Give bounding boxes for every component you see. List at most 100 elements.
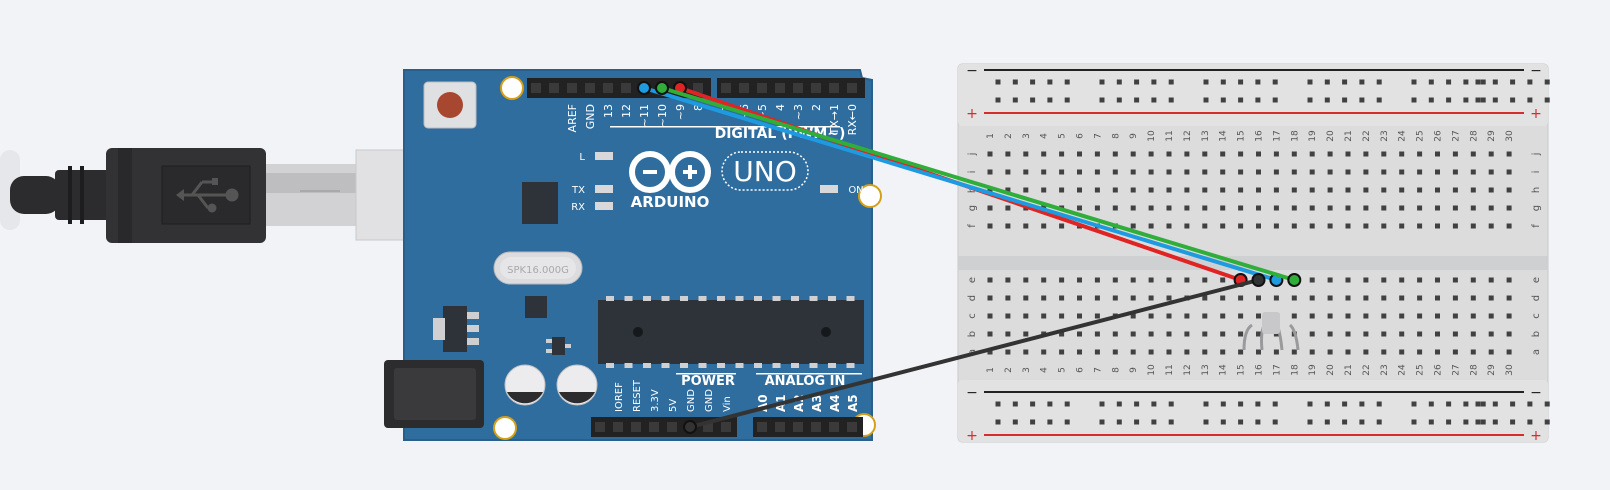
breadboard-hole[interactable]	[1452, 151, 1458, 157]
breadboard-hole[interactable]	[1005, 349, 1011, 355]
power-pin[interactable]	[703, 422, 713, 432]
breadboard-hole[interactable]	[1475, 401, 1481, 407]
breadboard-hole[interactable]	[1202, 295, 1208, 301]
breadboard-hole[interactable]	[1381, 277, 1387, 283]
breadboard-hole[interactable]	[1435, 223, 1440, 229]
breadboard-hole[interactable]	[1168, 79, 1174, 85]
breadboard-hole[interactable]	[1130, 223, 1136, 229]
breadboard-hole[interactable]	[1151, 97, 1157, 103]
breadboard-hole[interactable]	[1094, 349, 1100, 355]
breadboard-hole[interactable]	[1148, 331, 1154, 337]
breadboard-hole[interactable]	[1005, 205, 1011, 211]
breadboard-hole[interactable]	[1527, 97, 1533, 103]
digital-pin[interactable]	[829, 83, 839, 93]
breadboard-hole[interactable]	[1148, 295, 1154, 301]
breadboard-hole[interactable]	[1363, 277, 1369, 283]
breadboard-hole[interactable]	[1307, 401, 1313, 407]
breadboard-hole[interactable]	[1376, 79, 1382, 85]
breadboard-hole[interactable]	[1077, 187, 1082, 193]
breadboard-hole[interactable]	[1488, 223, 1494, 229]
breadboard-hole[interactable]	[1345, 295, 1351, 301]
breadboard-hole[interactable]	[1428, 401, 1434, 407]
breadboard-hole[interactable]	[1381, 331, 1387, 337]
breadboard-hole[interactable]	[1506, 349, 1512, 355]
breadboard-hole[interactable]	[1470, 349, 1476, 355]
breadboard-hole[interactable]	[1151, 419, 1157, 425]
breadboard-hole[interactable]	[1166, 313, 1172, 319]
breadboard-hole[interactable]	[1363, 295, 1369, 301]
breadboard-hole[interactable]	[1166, 331, 1172, 337]
breadboard-hole[interactable]	[1116, 79, 1122, 85]
breadboard-hole[interactable]	[1488, 277, 1494, 283]
breadboard-hole[interactable]	[995, 79, 1001, 85]
breadboard-hole[interactable]	[1112, 151, 1118, 157]
breadboard-hole[interactable]	[1184, 169, 1190, 175]
breadboard-hole[interactable]	[1255, 419, 1261, 425]
breadboard-hole[interactable]	[1470, 277, 1476, 283]
breadboard-hole[interactable]	[1256, 187, 1261, 193]
breadboard-hole[interactable]	[1417, 349, 1423, 355]
breadboard-hole[interactable]	[1399, 151, 1405, 157]
breadboard-hole[interactable]	[1130, 187, 1136, 193]
breadboard-hole[interactable]	[1342, 401, 1348, 407]
breadboard-hole[interactable]	[1168, 419, 1174, 425]
breadboard-hole[interactable]	[1327, 313, 1333, 319]
breadboard-hole[interactable]	[1023, 151, 1029, 157]
breadboard-hole[interactable]	[1488, 295, 1494, 301]
breadboard-hole[interactable]	[1480, 79, 1486, 85]
breadboard-hole[interactable]	[1363, 223, 1369, 229]
breadboard-hole[interactable]	[1202, 313, 1208, 319]
breadboard-hole[interactable]	[1488, 349, 1494, 355]
breadboard-hole[interactable]	[1470, 331, 1476, 337]
breadboard-hole[interactable]	[1463, 97, 1469, 103]
breadboard-hole[interactable]	[1203, 419, 1209, 425]
breadboard-hole[interactable]	[1203, 401, 1209, 407]
digital-pin[interactable]	[531, 83, 541, 93]
breadboard-hole[interactable]	[1492, 419, 1498, 425]
breadboard-hole[interactable]	[1446, 401, 1452, 407]
breadboard-hole[interactable]	[1376, 401, 1382, 407]
breadboard-hole[interactable]	[987, 187, 993, 193]
breadboard-hole[interactable]	[1238, 97, 1244, 103]
breadboard-hole[interactable]	[1411, 401, 1417, 407]
breadboard-hole[interactable]	[1381, 313, 1387, 319]
breadboard-hole[interactable]	[1452, 187, 1458, 193]
breadboard-hole[interactable]	[1411, 79, 1417, 85]
breadboard-hole[interactable]	[1327, 151, 1333, 157]
breadboard-hole[interactable]	[1492, 401, 1498, 407]
breadboard-hole[interactable]	[1544, 97, 1550, 103]
breadboard-hole[interactable]	[1041, 151, 1047, 157]
breadboard-hole[interactable]	[1291, 313, 1297, 319]
power-pin[interactable]	[757, 422, 767, 432]
breadboard-hole[interactable]	[1506, 151, 1512, 157]
breadboard-hole[interactable]	[1463, 79, 1469, 85]
breadboard-hole[interactable]	[1309, 169, 1315, 175]
breadboard-hole[interactable]	[1041, 295, 1047, 301]
breadboard-hole[interactable]	[1184, 151, 1190, 157]
breadboard-hole[interactable]	[1342, 97, 1348, 103]
breadboard-hole[interactable]	[1291, 223, 1297, 229]
breadboard-hole[interactable]	[1238, 151, 1244, 157]
breadboard-hole[interactable]	[1307, 97, 1313, 103]
power-pin[interactable]	[775, 422, 785, 432]
breadboard-hole[interactable]	[1238, 169, 1244, 175]
breadboard-hole[interactable]	[1488, 205, 1494, 211]
breadboard-hole[interactable]	[1544, 401, 1550, 407]
breadboard-hole[interactable]	[1452, 277, 1458, 283]
breadboard-hole[interactable]	[1077, 313, 1082, 319]
breadboard-hole[interactable]	[1327, 331, 1333, 337]
power-pin[interactable]	[631, 422, 641, 432]
breadboard-hole[interactable]	[1041, 169, 1047, 175]
breadboard-hole[interactable]	[1446, 419, 1452, 425]
breadboard-hole[interactable]	[1077, 331, 1082, 337]
breadboard-hole[interactable]	[1238, 401, 1244, 407]
breadboard-hole[interactable]	[1399, 205, 1405, 211]
breadboard-hole[interactable]	[1272, 401, 1278, 407]
breadboard-hole[interactable]	[1023, 277, 1029, 283]
breadboard-hole[interactable]	[1099, 419, 1105, 425]
breadboard-hole[interactable]	[1220, 169, 1226, 175]
breadboard-hole[interactable]	[1220, 79, 1226, 85]
breadboard-hole[interactable]	[987, 313, 993, 319]
breadboard-hole[interactable]	[1220, 205, 1226, 211]
breadboard-hole[interactable]	[987, 349, 993, 355]
